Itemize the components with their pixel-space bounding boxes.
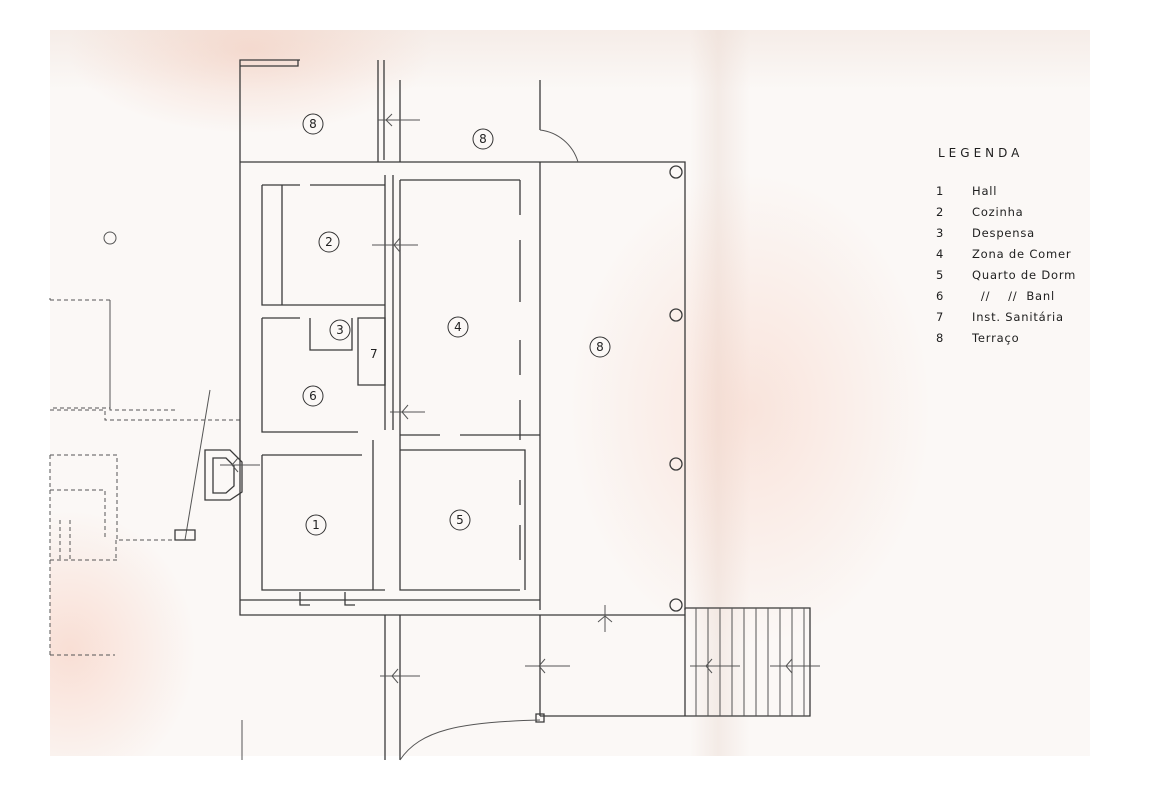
- legend-number: 1: [936, 184, 945, 198]
- legend-label: Terraço: [972, 331, 1020, 345]
- legend-label: Cozinha: [972, 205, 1024, 219]
- legend-title: LEGENDA: [938, 146, 1024, 160]
- room-number-4: 4: [447, 316, 469, 338]
- legend-number: 3: [936, 226, 945, 240]
- door-swing: [539, 129, 579, 163]
- svg-text:7: 7: [370, 347, 378, 361]
- legend-item: 6 // // Banl: [930, 289, 1090, 310]
- legend-item: 4 Zona de Comer: [930, 247, 1090, 268]
- svg-text:6: 6: [309, 389, 317, 403]
- room-number-7: 7: [370, 347, 378, 361]
- legend-number: 2: [936, 205, 945, 219]
- legend-label: Inst. Sanitária: [972, 310, 1064, 324]
- svg-text:5: 5: [456, 513, 464, 527]
- section-line: [184, 389, 211, 541]
- legend-item: 8 Terraço: [930, 331, 1090, 352]
- legend-item: 7 Inst. Sanitária: [930, 310, 1090, 331]
- legend-number: 5: [936, 268, 945, 282]
- fireplace: [204, 449, 243, 501]
- room-number-3: 3: [329, 319, 351, 341]
- legend-item: 3 Despensa: [930, 226, 1090, 247]
- svg-text:8: 8: [479, 132, 487, 146]
- svg-text:8: 8: [596, 340, 604, 354]
- room-number-6: 6: [302, 385, 324, 407]
- legend-label: Zona de Comer: [972, 247, 1072, 261]
- legend-item: 5 Quarto de Dorm: [930, 268, 1090, 289]
- legend-number: 6: [936, 289, 945, 303]
- svg-text:1: 1: [312, 518, 320, 532]
- svg-text:2: 2: [325, 235, 333, 249]
- neighbour-dashed-outline: [49, 298, 240, 656]
- svg-text:8: 8: [309, 117, 317, 131]
- legend-label: // // Banl: [972, 289, 1055, 303]
- blueprint-sheet: [50, 30, 1090, 756]
- legend-number: 7: [936, 310, 945, 324]
- top-terrace: [399, 80, 541, 162]
- svg-text:3: 3: [336, 323, 344, 337]
- legend-number: 8: [936, 331, 945, 345]
- room-number-8-c: 8: [589, 336, 611, 358]
- legend: LEGENDA 1 Hall 2 Cozinha 3 Despensa 4 Zo…: [930, 146, 1090, 352]
- legend-item: 2 Cozinha: [930, 205, 1090, 226]
- stairs: [540, 607, 811, 717]
- legend-label: Despensa: [972, 226, 1036, 240]
- terrace-top-left: [239, 59, 300, 162]
- room-number-1: 1: [305, 514, 327, 536]
- room-number-8-a: 8: [302, 113, 324, 135]
- flow-arrows: [220, 113, 820, 684]
- room-number-5: 5: [449, 509, 471, 531]
- legend-label: Quarto de Dorm: [972, 268, 1077, 282]
- walkway: [384, 615, 401, 760]
- building-walls: [239, 161, 686, 616]
- legend-item: 1 Hall: [930, 184, 1090, 205]
- svg-text:4: 4: [454, 320, 462, 334]
- terrace-columns: [669, 165, 683, 612]
- room-number-2: 2: [318, 231, 340, 253]
- legend-number: 4: [936, 247, 945, 261]
- room-number-8-b: 8: [472, 128, 494, 150]
- legend-label: Hall: [972, 184, 998, 198]
